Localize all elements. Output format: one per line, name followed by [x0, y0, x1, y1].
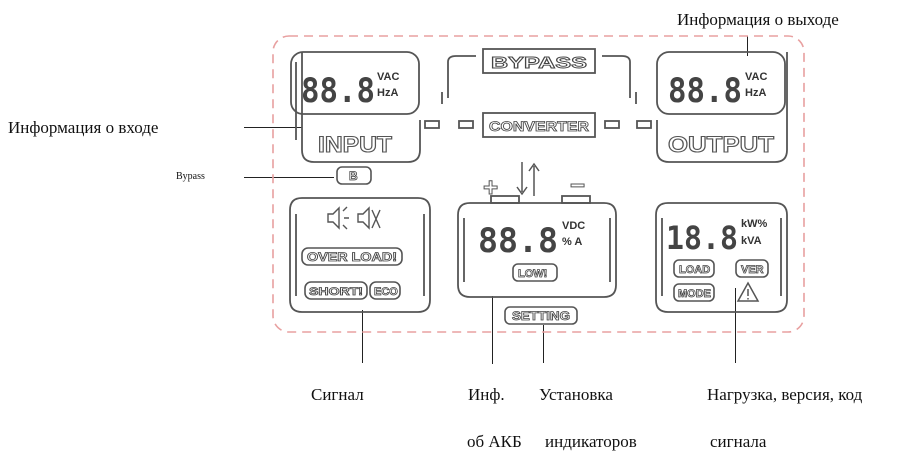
- load-annotation-line2: сигнала: [710, 432, 767, 451]
- speaker-on-icon: [327, 206, 349, 230]
- setting-annotation-line1: Установка: [539, 385, 613, 404]
- input-label: INPUT: [318, 132, 393, 157]
- battery-digits: 88.8: [478, 221, 558, 261]
- output-label: OUTPUT: [668, 132, 775, 157]
- output-digits: 88.8: [668, 71, 742, 111]
- battery-leader-line: [492, 296, 493, 364]
- bypass-annotation: Bypass: [176, 171, 205, 182]
- bypass-frame: [441, 48, 637, 104]
- short-frame: [304, 281, 368, 300]
- setting-frame: [504, 306, 578, 325]
- b-badge-label: B: [349, 169, 358, 183]
- input-info-annotation: Информация о входе: [8, 118, 159, 137]
- output-block: [656, 51, 788, 163]
- mode-label: MODE: [678, 288, 711, 300]
- bypass-leader-line: [244, 177, 334, 178]
- load-block: [655, 202, 788, 313]
- b-badge-frame: [336, 166, 372, 185]
- low-label: LOW!: [518, 268, 547, 280]
- mode-frame: [673, 283, 715, 302]
- speaker-muted-icon: [357, 206, 381, 230]
- setting-annotation-line2: индикаторов: [545, 432, 637, 451]
- battery-block: [457, 195, 617, 298]
- signal-leader-line: [362, 310, 363, 363]
- eco-label: ECO: [374, 286, 398, 298]
- load-label: LOAD: [679, 264, 710, 276]
- load-unit-top: kW%: [741, 218, 768, 230]
- input-leader-line: [244, 127, 302, 128]
- battery-info-annotation-line2: об АКБ: [467, 432, 522, 451]
- over-load-label: OVER LOAD!: [307, 250, 397, 264]
- output-unit-bottom: HzA: [745, 87, 766, 99]
- input-unit-bottom: HzA: [377, 87, 398, 99]
- signal-annotation: Сигнал: [311, 385, 364, 404]
- battery-unit-bottom: % A: [562, 236, 582, 248]
- ver-frame: [735, 259, 769, 278]
- low-frame: [512, 263, 558, 282]
- load-unit-bottom: kVA: [741, 235, 762, 247]
- up-down-arrows-icon: [516, 162, 540, 196]
- output-unit-top: VAC: [745, 71, 767, 83]
- load-annotation-line1: Нагрузка, версия, код: [707, 385, 863, 404]
- converter-frame: [424, 112, 652, 138]
- signal-block: [289, 197, 431, 313]
- input-block: [290, 51, 421, 163]
- load-digits: 18.8: [666, 219, 738, 257]
- output-info-annotation: Информация о выходе: [677, 10, 839, 29]
- battery-info-annotation-line1: Инф.: [468, 385, 505, 404]
- converter-label: CONVERTER: [489, 118, 589, 134]
- over-load-frame: [301, 247, 403, 266]
- load-leader-line: [735, 288, 736, 363]
- short-label: SHORT!: [309, 286, 363, 298]
- eco-frame: [369, 281, 401, 300]
- setting-leader-line: [543, 325, 544, 363]
- load-label-frame: [673, 259, 715, 278]
- setting-label: SETTING: [512, 309, 570, 323]
- bypass-label: BYPASS: [491, 55, 587, 72]
- battery-unit-top: VDC: [562, 220, 585, 232]
- ver-label: VER: [741, 264, 764, 276]
- input-unit-top: VAC: [377, 71, 399, 83]
- output-leader-line: [747, 36, 748, 56]
- input-digits: 88.8: [301, 71, 375, 111]
- warning-triangle-icon: [736, 281, 760, 302]
- plus-sign: +: [483, 172, 498, 202]
- minus-sign: −: [570, 170, 585, 200]
